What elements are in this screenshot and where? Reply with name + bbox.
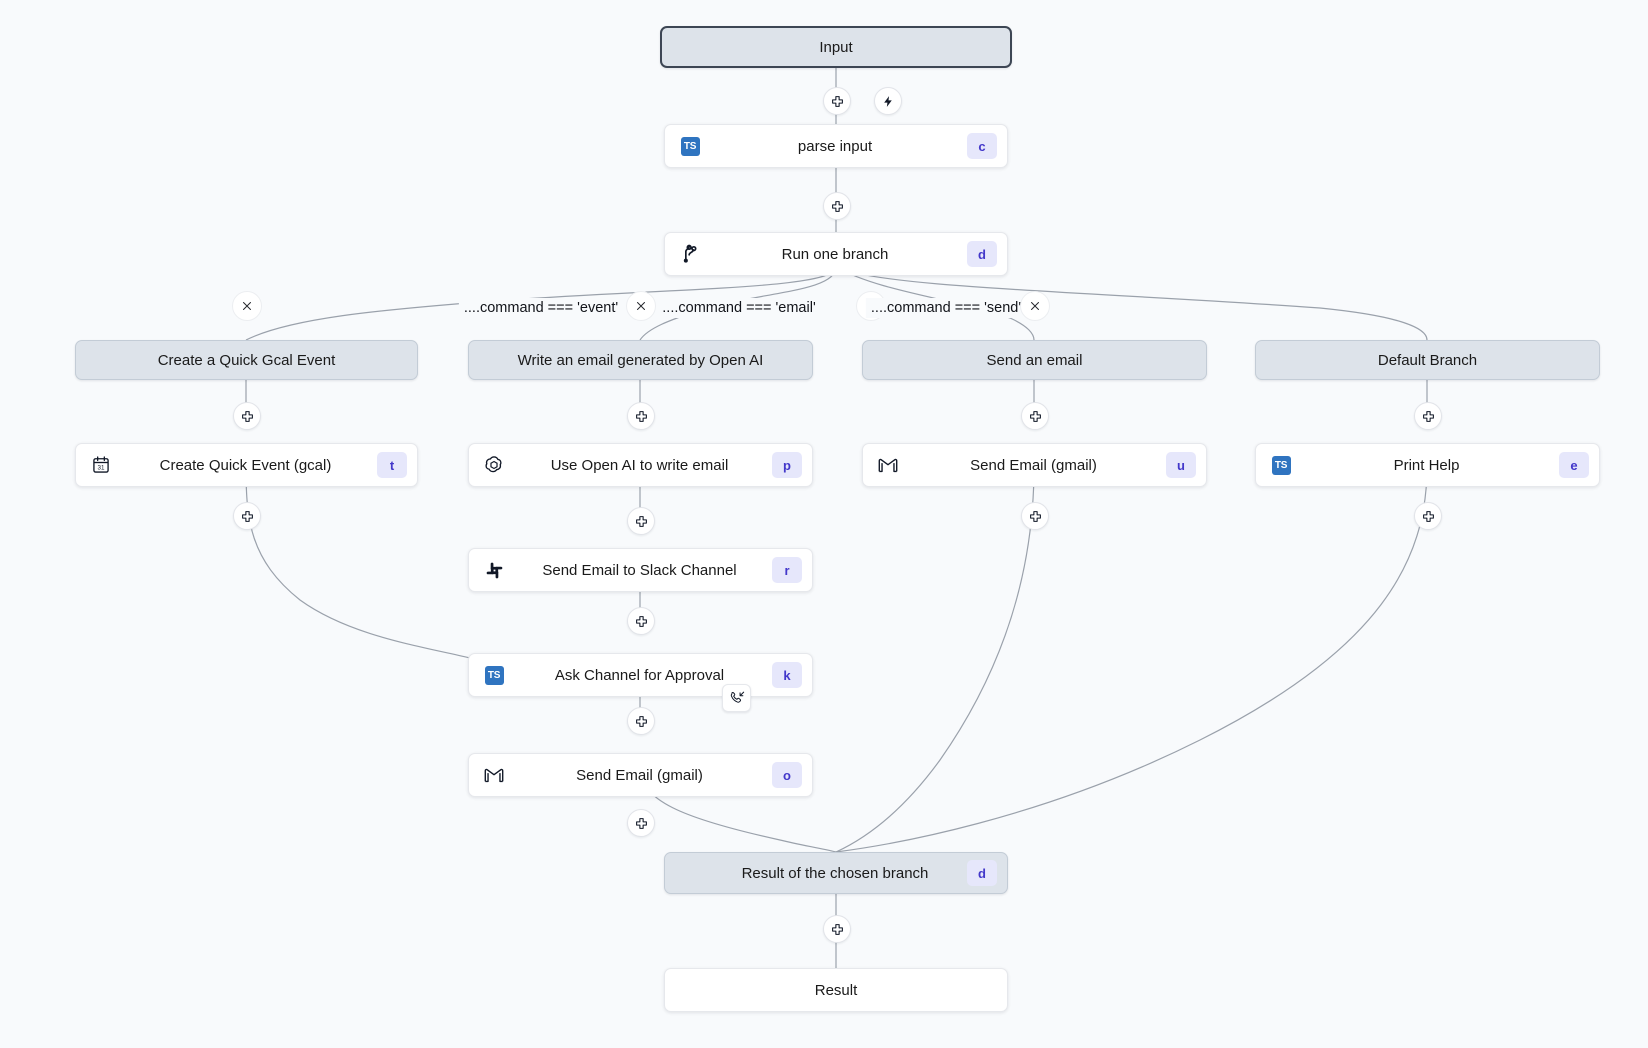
node-input-label: Input	[819, 38, 853, 56]
remove-branch-button[interactable]	[232, 291, 262, 321]
calendar-icon: 31	[88, 452, 114, 478]
node-result-label: Result	[814, 981, 858, 999]
incoming-call-icon	[730, 691, 744, 703]
node-result-chosen-branch-badge[interactable]: d	[967, 860, 997, 886]
plus-icon	[831, 923, 843, 935]
node-result[interactable]: Result	[664, 968, 1008, 1012]
node-branch-gcal-label: Create a Quick Gcal Event	[157, 351, 336, 369]
svg-text:31: 31	[98, 465, 105, 472]
plus-icon	[635, 515, 647, 527]
add-step-handle[interactable]	[627, 402, 655, 430]
node-send-email-slack-badge[interactable]: r	[772, 557, 802, 583]
node-create-quick-event[interactable]: 31 Create Quick Event (gcal) t	[75, 443, 418, 487]
plus-icon	[1029, 410, 1041, 422]
node-branch-default-label: Default Branch	[1377, 351, 1478, 369]
add-step-handle[interactable]	[1414, 402, 1442, 430]
plus-icon	[1422, 510, 1434, 522]
node-send-email-slack-label: Send Email to Slack Channel	[542, 561, 737, 579]
node-send-email-gmail-o-badge[interactable]: o	[772, 762, 802, 788]
node-ask-approval[interactable]: TS Ask Channel for Approval k	[468, 653, 813, 697]
remove-branch-button[interactable]	[626, 291, 656, 321]
node-print-help[interactable]: TS Print Help e	[1255, 443, 1600, 487]
node-result-chosen-branch[interactable]: Result of the chosen branch d	[664, 852, 1008, 894]
plus-icon	[831, 200, 843, 212]
add-step-handle[interactable]	[233, 502, 261, 530]
plus-icon	[1422, 410, 1434, 422]
close-icon	[637, 302, 645, 310]
plus-icon	[241, 510, 253, 522]
typescript-icon: TS	[677, 133, 703, 159]
trigger-handle[interactable]	[874, 87, 902, 115]
add-step-handle[interactable]	[823, 192, 851, 220]
branch-condition-send: ....command === 'send'	[865, 298, 1027, 318]
node-create-quick-event-badge[interactable]: t	[377, 452, 407, 478]
node-parse-input-label: parse input	[797, 137, 873, 155]
node-result-chosen-branch-label: Result of the chosen branch	[741, 864, 929, 882]
plus-icon	[241, 410, 253, 422]
node-send-email-gmail-o[interactable]: Send Email (gmail) o	[468, 753, 813, 797]
add-step-handle[interactable]	[627, 809, 655, 837]
node-branch-openai-label: Write an email generated by Open AI	[517, 351, 764, 369]
add-step-handle[interactable]	[823, 915, 851, 943]
plus-icon	[635, 615, 647, 627]
add-step-handle[interactable]	[627, 607, 655, 635]
close-icon	[243, 302, 251, 310]
node-ask-approval-label: Ask Channel for Approval	[554, 666, 725, 684]
add-step-handle[interactable]	[823, 87, 851, 115]
node-use-openai-badge[interactable]: p	[772, 452, 802, 478]
node-use-openai-label: Use Open AI to write email	[550, 456, 729, 474]
suspend-indicator[interactable]	[722, 684, 751, 712]
branch-condition-email: ....command === 'email'	[657, 298, 821, 318]
node-parse-input-badge[interactable]: c	[967, 133, 997, 159]
plus-icon	[1029, 510, 1041, 522]
remove-branch-button[interactable]	[1020, 291, 1050, 321]
plus-icon	[831, 95, 843, 107]
add-step-handle[interactable]	[627, 507, 655, 535]
add-step-handle[interactable]	[627, 707, 655, 735]
node-parse-input[interactable]: TS parse input c	[664, 124, 1008, 168]
node-send-email-gmail-u[interactable]: Send Email (gmail) u	[862, 443, 1207, 487]
typescript-icon: TS	[1268, 452, 1294, 478]
plus-icon	[635, 410, 647, 422]
node-branch-send-label: Send an email	[986, 351, 1083, 369]
node-branch-send[interactable]: Send an email	[862, 340, 1207, 380]
branch-condition-event: ....command === 'event'	[458, 298, 624, 318]
add-step-handle[interactable]	[1021, 402, 1049, 430]
node-branch-default[interactable]: Default Branch	[1255, 340, 1600, 380]
close-icon	[1031, 302, 1039, 310]
node-create-quick-event-label: Create Quick Event (gcal)	[159, 456, 332, 474]
gmail-icon	[875, 452, 901, 478]
plus-icon	[635, 817, 647, 829]
node-send-email-gmail-o-label: Send Email (gmail)	[576, 766, 703, 784]
node-run-one-branch-badge[interactable]: d	[967, 241, 997, 267]
openai-icon	[481, 452, 507, 478]
node-send-email-gmail-u-label: Send Email (gmail)	[970, 456, 1097, 474]
add-step-handle[interactable]	[1414, 502, 1442, 530]
node-print-help-label: Print Help	[1393, 456, 1460, 474]
gmail-icon	[481, 762, 507, 788]
slack-icon	[481, 557, 507, 583]
node-branch-gcal[interactable]: Create a Quick Gcal Event	[75, 340, 418, 380]
branch-icon	[677, 241, 703, 267]
node-run-one-branch[interactable]: Run one branch d	[664, 232, 1008, 276]
node-send-email-gmail-u-badge[interactable]: u	[1166, 452, 1196, 478]
node-print-help-badge[interactable]: e	[1559, 452, 1589, 478]
typescript-icon: TS	[481, 662, 507, 688]
node-branch-openai[interactable]: Write an email generated by Open AI	[468, 340, 813, 380]
node-use-openai[interactable]: Use Open AI to write email p	[468, 443, 813, 487]
node-send-email-slack[interactable]: Send Email to Slack Channel r	[468, 548, 813, 592]
add-step-handle[interactable]	[1021, 502, 1049, 530]
add-step-handle[interactable]	[233, 402, 261, 430]
plus-icon	[635, 715, 647, 727]
node-input[interactable]: Input	[660, 26, 1012, 68]
lightning-bolt-icon	[883, 95, 892, 107]
node-run-one-branch-label: Run one branch	[781, 245, 889, 263]
node-ask-approval-badge[interactable]: k	[772, 662, 802, 688]
